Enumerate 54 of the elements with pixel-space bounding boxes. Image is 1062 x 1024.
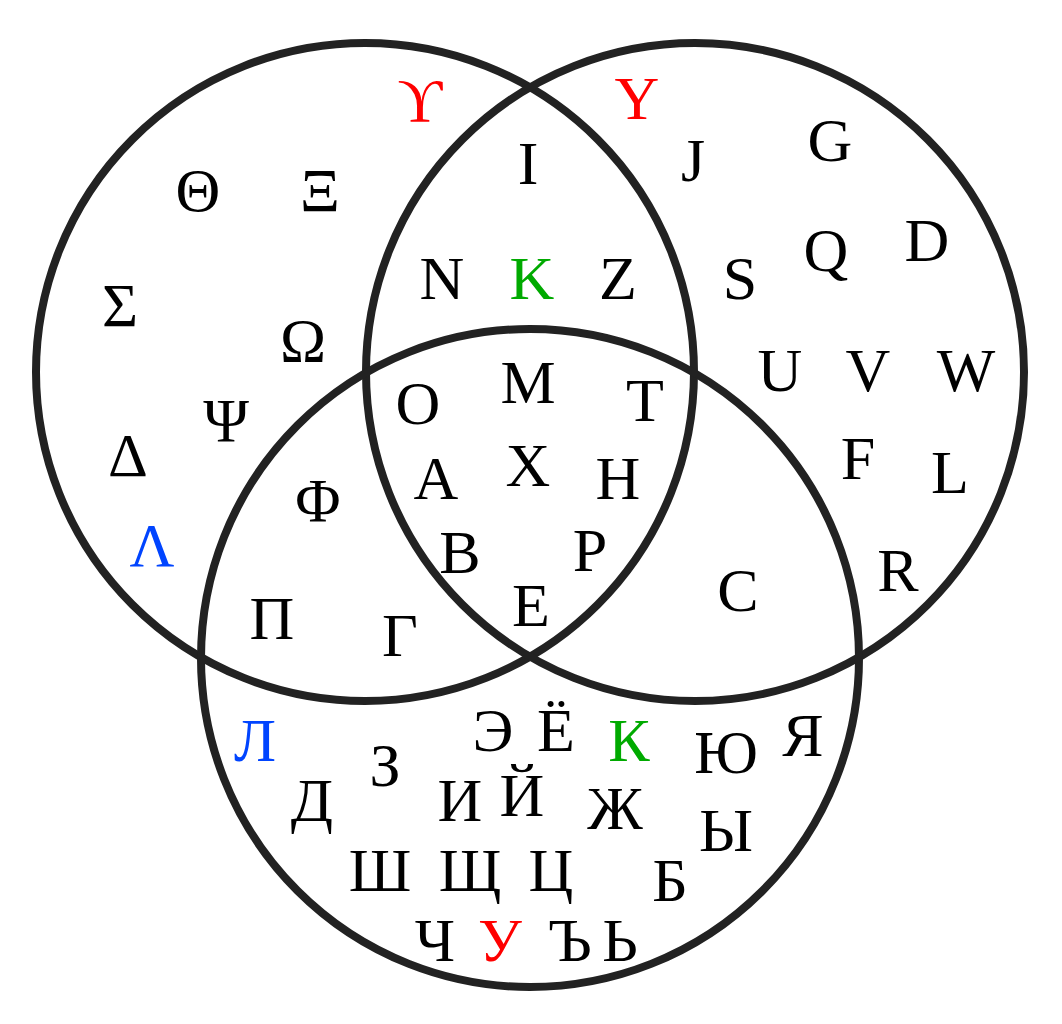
letter-label: S (722, 247, 758, 309)
letter-label: Δ (108, 424, 148, 486)
letter-label: Э (472, 699, 514, 761)
letter-label: L (931, 441, 969, 503)
letter-label: Ω (279, 309, 327, 371)
letter-label: M (500, 351, 556, 413)
letter-label: З (369, 734, 401, 796)
letter-label: A (413, 447, 459, 509)
letter-label: E (512, 574, 550, 636)
letter-label: Ъ (548, 909, 592, 971)
letter-label: Й (499, 764, 545, 826)
letter-label: У (478, 909, 522, 971)
letter-label: Л (233, 709, 277, 771)
letter-label: Ξ (300, 159, 340, 221)
letter-label: V (845, 339, 891, 401)
letter-label: К (608, 709, 650, 771)
letter-label: O (395, 372, 441, 434)
letter-label: П (249, 587, 295, 649)
letter-label: Φ (295, 469, 341, 531)
letter-label: B (439, 521, 481, 583)
letter-label: N (419, 247, 465, 309)
letter-label: U (757, 339, 803, 401)
letter-label: Λ (129, 514, 175, 576)
letter-label: Б (652, 849, 688, 911)
letter-label: D (904, 209, 950, 271)
letter-label: F (840, 427, 876, 489)
letter-label: Z (599, 247, 637, 309)
letter-label: R (877, 539, 919, 601)
letter-label: T (626, 369, 664, 431)
letter-label: W (936, 339, 996, 401)
letter-label: Y (614, 67, 660, 129)
letter-label: Ч (414, 909, 456, 971)
letter-label: Я (782, 704, 824, 766)
letter-label: Г (382, 604, 418, 666)
letter-label: Ь (602, 909, 638, 971)
letter-label: Ы (698, 799, 754, 861)
letter-label: K (509, 247, 555, 309)
letter-label: Ж (587, 777, 643, 839)
letter-label: Ё (537, 699, 575, 761)
letter-label: P (572, 519, 608, 581)
letter-label: X (505, 434, 551, 496)
letter-label: Ю (694, 721, 758, 783)
letter-label: ϒ (397, 69, 443, 131)
letter-label: I (517, 132, 539, 194)
letter-label: Ψ (203, 389, 249, 451)
letter-label: H (595, 447, 641, 509)
letter-label: Σ (101, 274, 139, 336)
letter-label: И (437, 769, 483, 831)
letter-label: Q (803, 219, 849, 281)
letter-label: G (807, 109, 853, 171)
letter-label: C (717, 559, 759, 621)
letter-label: Θ (175, 159, 221, 221)
letter-label: J (680, 129, 706, 191)
letter-label: Ш (348, 839, 412, 901)
